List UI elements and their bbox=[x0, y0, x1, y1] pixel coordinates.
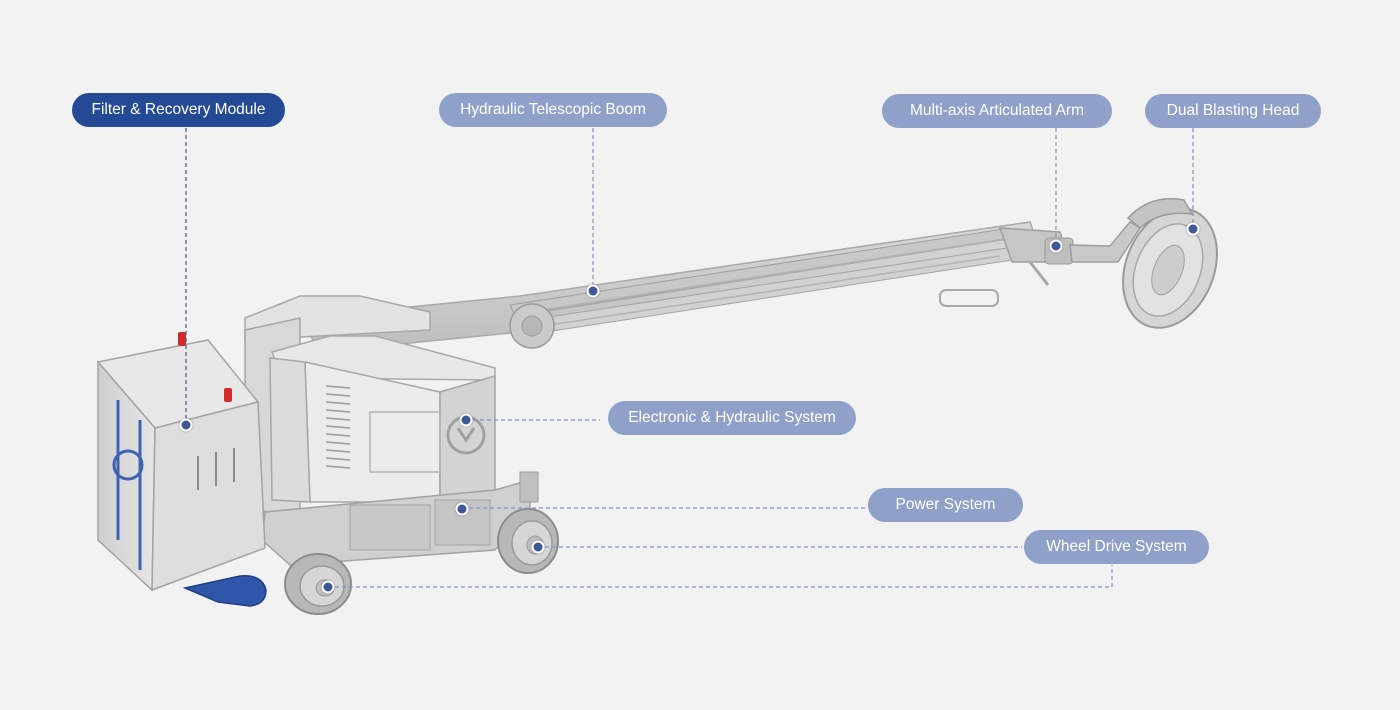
hotspot-hydraulic-telescopic-boom[interactable] bbox=[586, 284, 600, 298]
hotspot-wheel-drive-front[interactable] bbox=[321, 580, 335, 594]
leader-lines bbox=[185, 128, 1194, 588]
hotspot-power-system[interactable] bbox=[455, 502, 469, 516]
label-dual-blasting-head[interactable]: Dual Blasting Head bbox=[1145, 94, 1321, 128]
hotspot-multi-axis-articulated-arm[interactable] bbox=[1049, 239, 1063, 253]
hotspot-dual-blasting-head[interactable] bbox=[1186, 222, 1200, 236]
chassis-shape bbox=[261, 471, 539, 566]
wheel-front-shape bbox=[284, 553, 352, 615]
label-multi-axis-articulated-arm[interactable]: Multi-axis Articulated Arm bbox=[882, 94, 1112, 128]
wheel-rear-shape bbox=[497, 508, 559, 574]
label-filter-recovery-module[interactable]: Filter & Recovery Module bbox=[72, 93, 285, 127]
filter-module-shape bbox=[96, 332, 267, 607]
label-hydraulic-telescopic-boom[interactable]: Hydraulic Telescopic Boom bbox=[439, 93, 667, 127]
hotspot-filter-recovery-module[interactable] bbox=[179, 418, 193, 432]
hotspot-electronic-hydraulic-system[interactable] bbox=[459, 413, 473, 427]
blasting-head-shape bbox=[1122, 198, 1218, 329]
label-power-system[interactable]: Power System bbox=[868, 488, 1023, 522]
telescopic-boom-shape bbox=[298, 221, 1042, 353]
label-wheel-drive-system[interactable]: Wheel Drive System bbox=[1024, 530, 1209, 564]
label-electronic-hydraulic-system[interactable]: Electronic & Hydraulic System bbox=[608, 401, 856, 435]
hotspot-wheel-drive-system[interactable] bbox=[531, 540, 545, 554]
articulated-arm-shape bbox=[998, 221, 1142, 286]
